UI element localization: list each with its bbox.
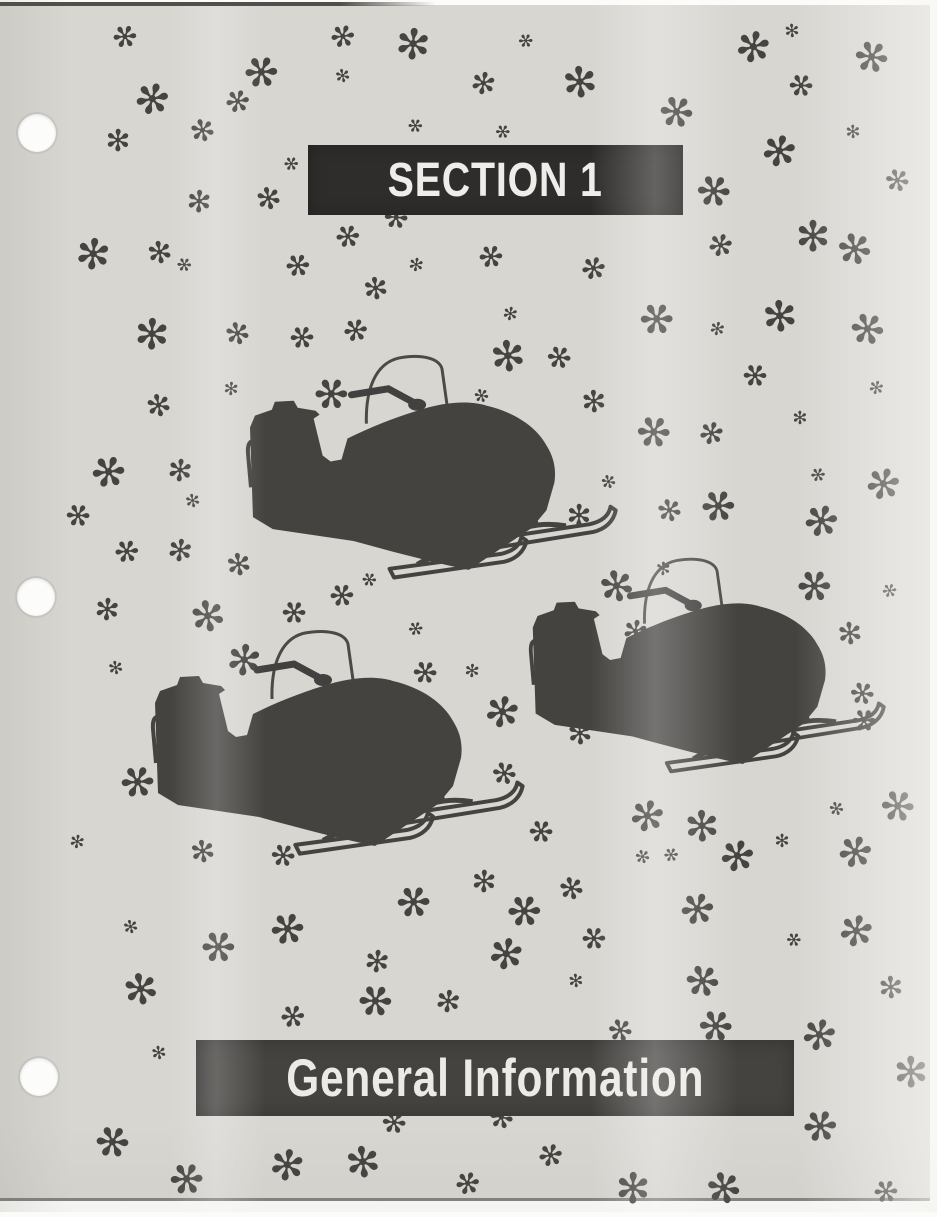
punch-hole: [20, 1058, 58, 1096]
punch-hole: [17, 578, 55, 616]
snowmobile-silhouette: [150, 625, 550, 875]
section-banner: SECTION 1: [308, 145, 683, 215]
page-top-edge: [0, 2, 436, 6]
snowmobile-silhouette: [528, 553, 910, 792]
punch-hole: [18, 114, 56, 152]
title-banner-label: General Information: [285, 1048, 705, 1108]
title-banner: General Information: [196, 1040, 794, 1116]
section-banner-label: SECTION 1: [387, 153, 604, 207]
